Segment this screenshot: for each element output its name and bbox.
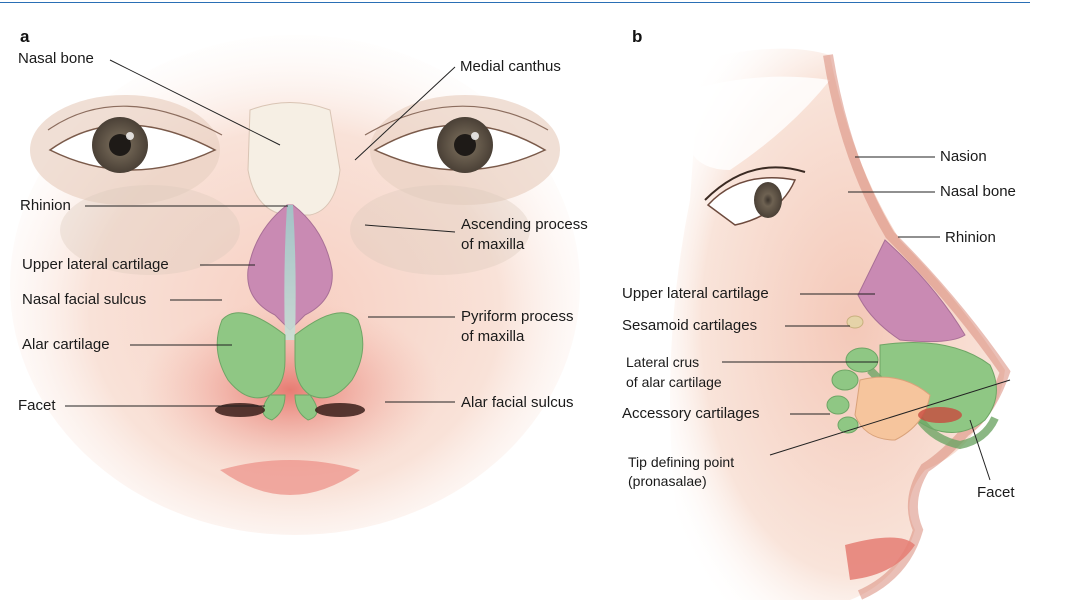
- label-sesamoid-cartilages: Sesamoid cartilages: [622, 317, 757, 335]
- label-nasal-bone-b: Nasal bone: [940, 183, 1016, 201]
- label-nasal-bone-a: Nasal bone: [18, 50, 94, 68]
- label-tip-defining-2: (pronasalae): [628, 472, 707, 490]
- label-lateral-crus-1: Lateral crus: [626, 353, 699, 371]
- label-accessory-cartilages: Accessory cartilages: [622, 405, 760, 423]
- label-pyriform-process-2: of maxilla: [461, 328, 524, 346]
- label-facet-a: Facet: [18, 397, 56, 415]
- label-pyriform-process-1: Pyriform process: [461, 308, 574, 326]
- label-rhinion-a: Rhinion: [20, 197, 71, 215]
- label-ascending-process-1: Ascending process: [461, 216, 588, 234]
- label-nasion: Nasion: [940, 148, 987, 166]
- label-rhinion-b: Rhinion: [945, 229, 996, 247]
- label-nasal-facial-sulcus: Nasal facial sulcus: [22, 291, 146, 309]
- label-medial-canthus: Medial canthus: [460, 58, 561, 76]
- label-tip-defining-1: Tip defining point: [628, 453, 734, 471]
- panel-label-b: b: [632, 27, 642, 47]
- label-upper-lateral-cartilage-b: Upper lateral cartilage: [622, 285, 769, 303]
- label-alar-facial-sulcus: Alar facial sulcus: [461, 394, 574, 412]
- panel-label-a: a: [20, 27, 29, 47]
- label-lateral-crus-2: of alar cartilage: [626, 373, 722, 391]
- label-ascending-process-2: of maxilla: [461, 236, 524, 254]
- label-facet-b: Facet: [977, 484, 1015, 502]
- label-upper-lateral-cartilage-a: Upper lateral cartilage: [22, 256, 169, 274]
- label-alar-cartilage: Alar cartilage: [22, 336, 110, 354]
